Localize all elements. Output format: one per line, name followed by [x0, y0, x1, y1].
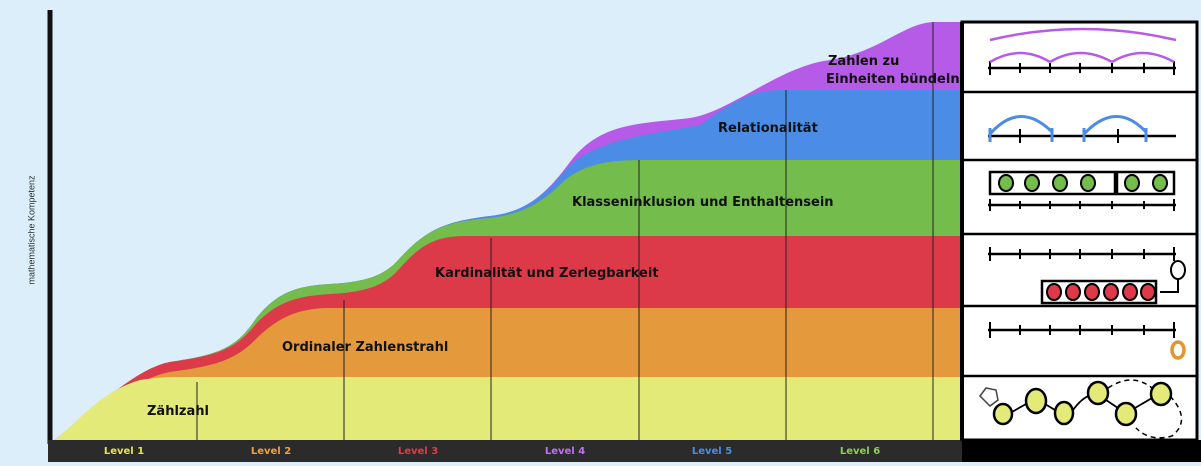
y-axis-label-text: mathematische Kompetenz	[27, 175, 37, 285]
icon-panel	[960, 20, 1199, 442]
label-relationalitaet: Relationalität	[718, 121, 818, 136]
level-label-3: Level 3	[397, 446, 439, 457]
label-einheiten-buendeln: Einheiten bündeln	[826, 72, 960, 87]
counting-circles-icon	[979, 379, 1183, 439]
level-separators	[196, 22, 934, 440]
level-label-1: Level 1	[103, 446, 145, 457]
icon-panel-footer	[962, 440, 1201, 462]
band-zaehlzahl	[55, 377, 962, 440]
level-label-2: Level 2	[250, 446, 292, 457]
y-axis-label: mathematische Kompetenz	[2, 150, 62, 310]
cardinality-decomposition-icon	[988, 247, 1186, 305]
label-kardinalitaet: Kardinalität und Zerlegbarkeit	[435, 266, 659, 281]
label-zahlen-zu: Zahlen zu	[828, 54, 900, 69]
level-label-6: Level 6	[839, 446, 881, 457]
level-bar	[48, 440, 962, 462]
relational-arcs-icon	[988, 115, 1176, 143]
bundling-arcs-icon	[988, 27, 1177, 75]
ordinal-number-line-icon	[988, 322, 1186, 360]
level-label-4: Level 4	[544, 446, 586, 457]
class-inclusion-icon	[988, 170, 1176, 211]
label-zaehlzahl: Zählzahl	[147, 404, 209, 419]
label-ordinaler-zahlenstrahl: Ordinaler Zahlenstrahl	[282, 340, 449, 355]
level-label-5: Level 5	[691, 446, 733, 457]
label-klasseninklusion: Klasseninklusion und Enthaltensein	[572, 195, 834, 210]
